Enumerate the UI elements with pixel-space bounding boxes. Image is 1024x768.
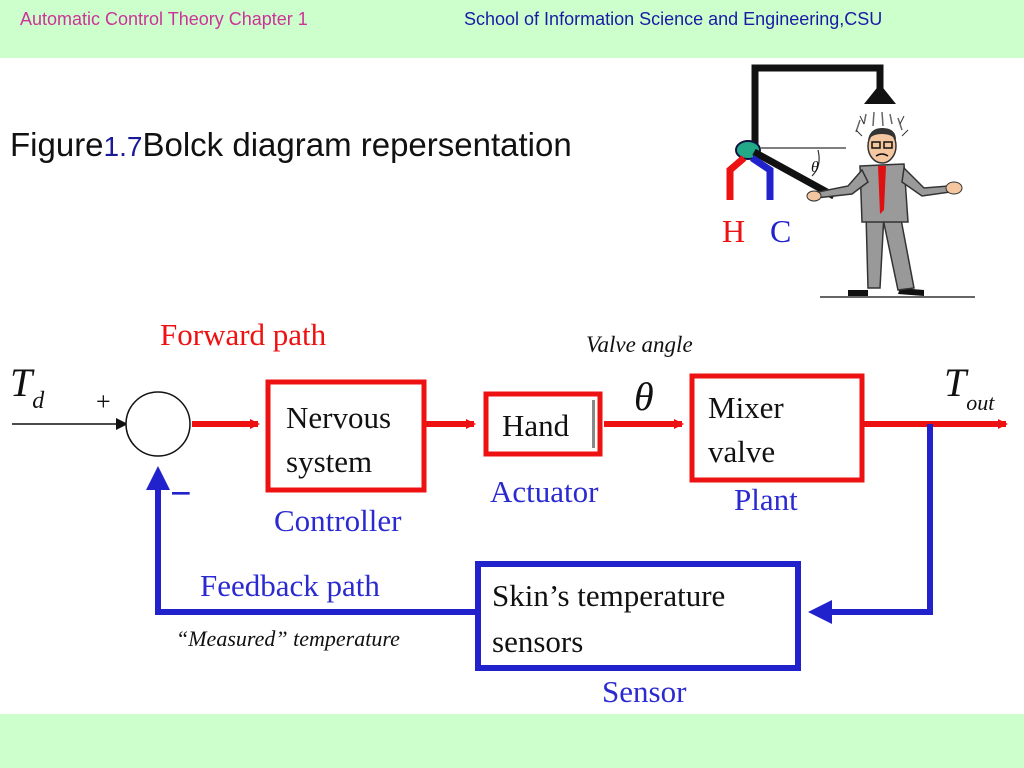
- measured-temperature-label: “Measured” temperature: [176, 626, 400, 651]
- output-subscript: out: [966, 390, 995, 415]
- forward-path-label: Forward path: [160, 317, 327, 352]
- school-name: School of Information Science and Engine…: [464, 9, 883, 29]
- cold-label: C: [770, 213, 791, 249]
- minus-sign: −: [170, 473, 192, 515]
- input-subscript: d: [32, 388, 45, 414]
- sensor-role: Sensor: [602, 674, 687, 709]
- figure-number: 1.7: [103, 131, 143, 162]
- sensor-arrowhead: [808, 600, 832, 624]
- figure-title: Figure1.7Bolck diagram repersentation: [10, 126, 572, 164]
- output-T: T: [944, 360, 969, 405]
- actuator-inner-edge: [592, 400, 595, 448]
- footer-band: [0, 714, 1024, 768]
- summing-junction: [125, 391, 191, 457]
- person-icon: [806, 115, 963, 296]
- actuator-block: [483, 391, 603, 457]
- figure-caption: Bolck diagram repersentation: [142, 126, 572, 163]
- feedback-line-right: [832, 424, 933, 615]
- sensor-line1: Skin’s temperature: [492, 578, 725, 613]
- hot-pipe: [726, 155, 747, 200]
- valve-angle-label: Valve angle: [586, 332, 693, 357]
- junction-arrowhead: [146, 466, 170, 490]
- plus-sign: +: [96, 387, 111, 416]
- actuator-role: Actuator: [490, 474, 599, 509]
- input-symbol: Td: [10, 360, 45, 414]
- plant-line2: valve: [708, 434, 775, 469]
- input-T: T: [10, 360, 35, 405]
- header-band: Automatic Control Theory Chapter 1 Schoo…: [0, 0, 1024, 58]
- plant-block: [689, 373, 865, 483]
- controller-block: [265, 379, 427, 493]
- figure-prefix: Figure: [10, 126, 104, 163]
- plant-role: Plant: [734, 482, 798, 517]
- output-symbol: Tout: [944, 360, 995, 415]
- input-arrowhead: [116, 418, 128, 430]
- cold-pipe: [750, 155, 774, 200]
- feedback-path-label: Feedback path: [200, 568, 380, 603]
- sensor-block: [475, 561, 801, 671]
- shower-pipe: [751, 64, 884, 148]
- controller-line1: Nervous: [286, 400, 391, 435]
- valve-handle: [752, 148, 836, 200]
- actuator-line1: Hand: [502, 408, 570, 443]
- shower-head-icon: [864, 84, 896, 104]
- feedback-line-left: [155, 486, 476, 615]
- course-title: Automatic Control Theory Chapter 1: [20, 9, 308, 29]
- angle-theta-small: θ: [811, 159, 819, 176]
- theta-label: θ: [634, 374, 654, 419]
- plant-line1: Mixer: [708, 390, 784, 425]
- hot-label: H: [722, 213, 745, 249]
- angle-arc: [811, 149, 820, 177]
- shower-illustration: θ H C: [722, 64, 975, 298]
- sensor-line2: sensors: [492, 624, 583, 659]
- controller-line2: system: [286, 444, 372, 479]
- controller-role: Controller: [274, 503, 402, 538]
